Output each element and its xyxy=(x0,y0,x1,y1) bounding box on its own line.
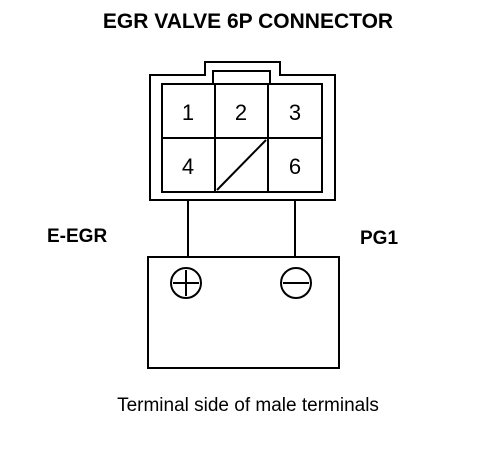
connector-housing xyxy=(149,61,336,201)
connector-latch xyxy=(212,70,271,85)
plus-terminal-icon xyxy=(170,267,202,299)
pg1-label: PG1 xyxy=(360,228,399,249)
pin-6-label: 6 xyxy=(289,154,301,179)
e-egr-label: E-EGR xyxy=(47,226,108,247)
diagram-caption: Terminal side of male terminals xyxy=(117,395,379,416)
meter-box xyxy=(147,256,340,369)
diagram-title: EGR VALVE 6P CONNECTOR xyxy=(102,10,394,33)
minus-terminal-icon xyxy=(280,267,312,299)
pin-4-label: 4 xyxy=(182,154,194,179)
pin-1-label: 1 xyxy=(182,100,194,125)
empty-cavity-5 xyxy=(216,139,267,191)
pin-3-label: 3 xyxy=(289,100,301,125)
pin-2-label: 2 xyxy=(235,100,247,125)
